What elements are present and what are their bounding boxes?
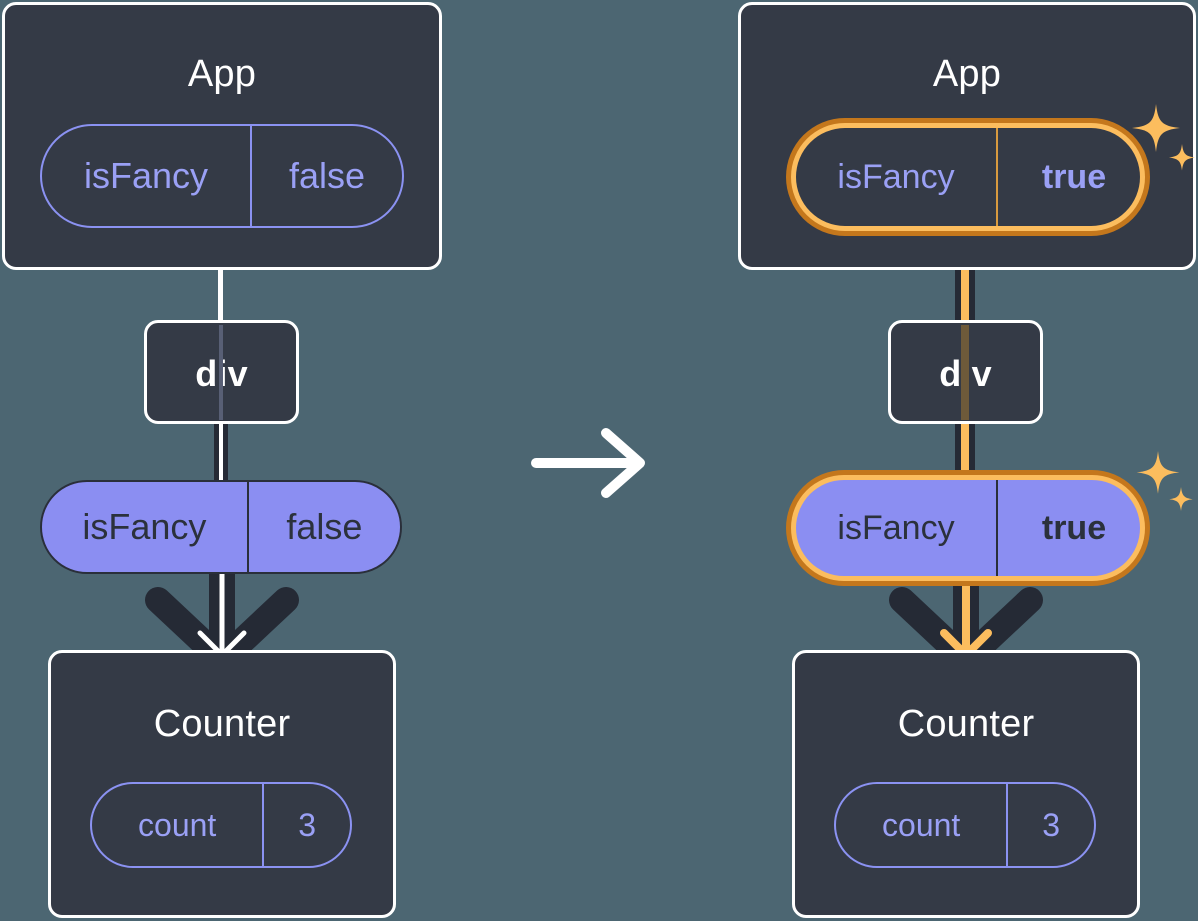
sparkle-icon-app-right [1132, 104, 1195, 171]
prop-pill-inner-ring-right: isFancy true [791, 475, 1145, 581]
prop-value-left: false [246, 482, 400, 572]
prop-pill-right: isFancy true [796, 480, 1140, 576]
app-state-key-left: isFancy [83, 155, 209, 196]
app-state-pill-right: isFancy true [796, 128, 1140, 226]
app-state-value-right: true [996, 128, 1140, 226]
connector-div-to-prop-gap-left [219, 418, 223, 490]
counter-state-value-right: 3 [1006, 784, 1094, 866]
app-title-right: App [932, 53, 1002, 95]
connector-app-to-div-left [218, 215, 223, 325]
prop-key-left: isFancy [82, 506, 207, 547]
counter-component-box-left[interactable]: Counter [48, 650, 396, 918]
prop-value-right: true [996, 480, 1140, 576]
prop-key-right: isFancy [837, 508, 955, 547]
counter-title-right: Counter [897, 703, 1035, 745]
connector-div-to-prop-highlight-right [961, 418, 969, 490]
connector-inside-div-left [219, 325, 223, 420]
counter-state-pill-right[interactable]: count 3 [834, 782, 1096, 868]
app-state-pill-left[interactable]: isFancy false [40, 124, 404, 228]
counter-state-key-right: count [882, 806, 961, 843]
connector-app-to-div-highlight-right [961, 220, 969, 325]
counter-state-pill-left[interactable]: count 3 [90, 782, 352, 868]
sparkle-icon-prop-right [1136, 451, 1193, 511]
counter-title-left: Counter [153, 703, 291, 745]
prop-pill-highlight-right[interactable]: isFancy true [786, 470, 1150, 586]
app-state-key-right: isFancy [837, 157, 955, 196]
counter-state-key-left: count [138, 806, 217, 843]
app-state-pill-inner-ring-right: isFancy true [791, 123, 1145, 231]
app-state-value-left: false [250, 126, 402, 226]
counter-state-value-left: 3 [262, 784, 350, 866]
prop-pill-left[interactable]: isFancy false [40, 480, 402, 574]
app-state-pill-highlight-right[interactable]: isFancy true [786, 118, 1150, 236]
app-title-left: App [187, 53, 257, 95]
connector-inside-div-right [961, 325, 969, 420]
transition-arrow-right-icon [531, 428, 645, 498]
